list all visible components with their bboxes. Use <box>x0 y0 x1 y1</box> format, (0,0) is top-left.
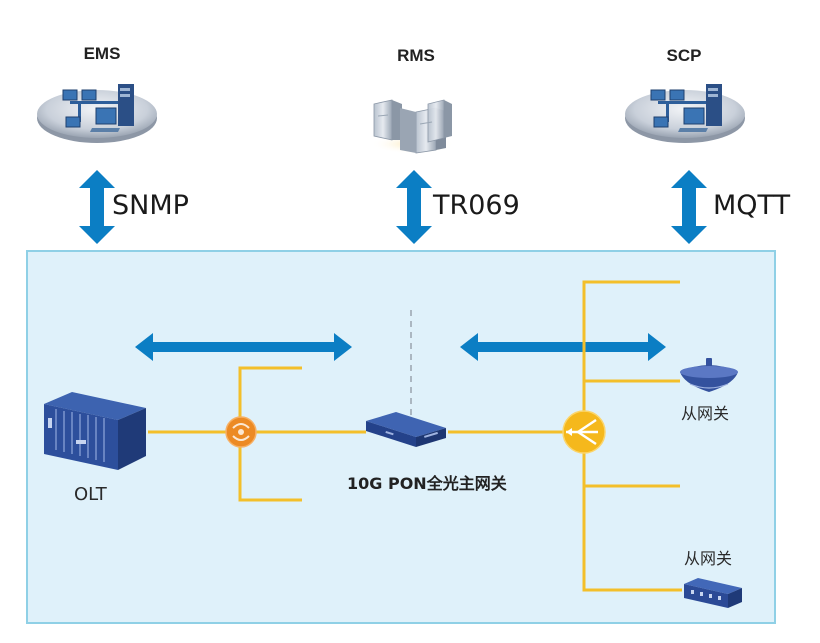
mqtt-label: MQTT <box>713 190 791 221</box>
optical-splitter-icon <box>225 416 257 448</box>
rms-server-cluster-icon <box>371 99 455 154</box>
sub-gateway-bottom-label: 从网关 <box>684 549 733 568</box>
right-wifi-double-arrow-icon <box>460 333 666 361</box>
main-gateway-device-icon <box>366 412 446 447</box>
tr069-label: TR069 <box>433 190 520 221</box>
mqtt-double-arrow-icon <box>671 170 707 244</box>
sub-gateway-bottom-device-icon <box>684 578 742 608</box>
distribution-hub-icon <box>562 410 606 454</box>
sub-gateway-top-device-icon <box>680 358 738 392</box>
sub-gateway-top-label: 从网关 <box>681 404 730 423</box>
scp-title: SCP <box>666 46 702 65</box>
ems-title: EMS <box>83 44 121 63</box>
olt-label: OLT <box>74 484 107 505</box>
scp-network-workstations-icon <box>625 84 745 143</box>
left-wifi-double-arrow-icon <box>135 333 352 361</box>
snmp-label: SNMP <box>112 190 189 221</box>
snmp-double-arrow-icon <box>79 170 115 244</box>
ems-network-workstations-icon <box>37 84 157 143</box>
olt-device-icon <box>44 392 146 470</box>
main-gateway-label: 10G PON全光主网关 <box>347 474 507 493</box>
rms-title: RMS <box>397 46 435 65</box>
tr069-double-arrow-icon <box>396 170 432 244</box>
